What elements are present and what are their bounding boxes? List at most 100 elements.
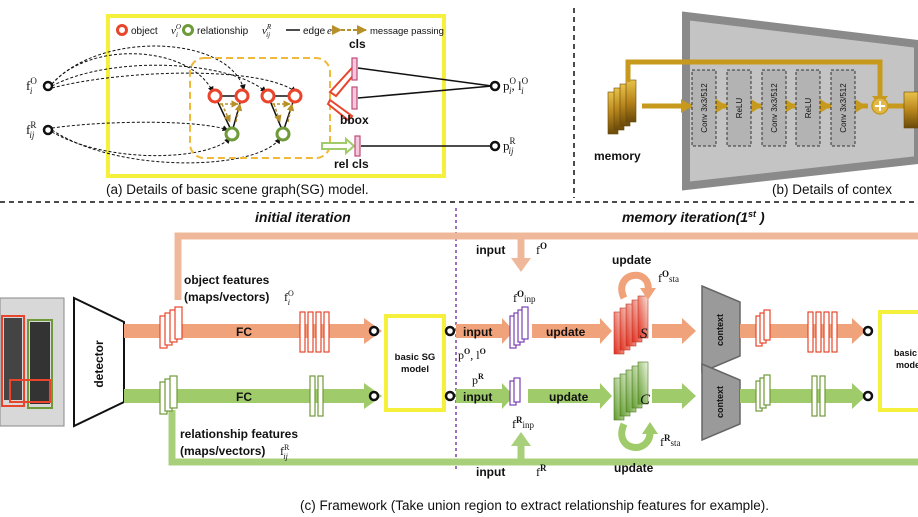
object-feature-stack [159, 306, 183, 349]
cls-to-output [357, 67, 493, 87]
object-update-loop [618, 271, 652, 300]
input-mid-bottom-label: input [463, 390, 492, 404]
bbox-to-output [357, 85, 493, 99]
relationship-input-stack [509, 377, 521, 406]
relationship-features-sub: (maps/vectors) [180, 444, 265, 458]
legend-edge-sym: e [327, 25, 332, 37]
cls-label: cls [349, 37, 366, 51]
input-bottom-sym: fR [536, 463, 547, 479]
p-relationship-label: pR [472, 372, 484, 387]
object-nodes [207, 88, 303, 104]
sg-model-frame [106, 14, 446, 178]
input-top-sym: fO [536, 241, 547, 257]
object-node [260, 88, 276, 104]
p-object-label: pO, lO [458, 347, 486, 362]
fc-bottom-label: FC [236, 390, 252, 404]
relationship-node [224, 126, 240, 142]
memory-C-label: C [640, 392, 651, 408]
input-image [0, 297, 65, 427]
panel-b: memory Conv 3x3/512 ReLU Conv 3x3/512 Re… [594, 11, 918, 197]
relationship-flow-arrow [124, 389, 364, 403]
legend-relationship-label: relationship [197, 26, 249, 37]
layer-label: Conv 3x3/512 [700, 83, 709, 133]
input-mid-top-label: input [463, 325, 492, 339]
legend-object-label: object [131, 26, 158, 37]
relationship-node [275, 126, 291, 142]
relationship-update-arrow [528, 389, 602, 403]
legend-message-label: message passing [370, 26, 444, 37]
sg-output-object-node [444, 325, 456, 337]
basic-sg-right-label: basic S [894, 348, 918, 358]
flow-arrowheads [681, 99, 866, 113]
caption-c: (c) Framework (Take union region to extr… [300, 498, 769, 513]
relationship-nodes [224, 126, 291, 142]
skip-connection [625, 59, 883, 98]
context-top-label: context [715, 314, 725, 346]
relationship-feature-stack [159, 375, 178, 415]
relationship-feedback-path [168, 410, 918, 466]
f-inp-object-label: fOinp [513, 289, 536, 305]
message-passing-arrows [220, 100, 295, 123]
relationship-fc-bars [309, 375, 324, 417]
input-object-node [42, 80, 54, 92]
basic-sg-right-label-2: mode [896, 360, 918, 370]
sum-icon [871, 97, 889, 115]
input-bottom-label: input [476, 465, 505, 479]
update-mid-top-label: update [546, 325, 586, 339]
basic-sg-model [384, 314, 446, 412]
rel-cls-head [354, 135, 361, 157]
basic-sg-model-right [878, 310, 918, 412]
conv-layers: Conv 3x3/512 ReLU Conv 3x3/512 ReLU Conv… [691, 69, 856, 147]
object-node [287, 88, 303, 104]
memory-block [607, 79, 637, 135]
rel-cls-label: rel cls [334, 157, 369, 171]
caption-b: (b) Details of contex [772, 182, 892, 197]
initial-iteration-label: initial iteration [255, 209, 351, 225]
legend-edge-label: edge [303, 26, 326, 37]
object-input-stack [509, 306, 529, 349]
basic-sg-label: basic SG [395, 352, 436, 363]
input-top-label: input [476, 243, 505, 257]
bbox-label: bbox [340, 113, 369, 127]
object-fc-bars [299, 311, 330, 353]
object-feedback-path [174, 232, 918, 300]
head-arrows [321, 66, 358, 156]
bbox-head [351, 86, 358, 110]
relationship-fc-bars-2 [811, 375, 826, 417]
detector-label: detector [92, 340, 106, 388]
object-context-stack [755, 309, 771, 347]
object-features-label: object features [184, 273, 270, 287]
f-sta-object-label: fOsta [658, 269, 679, 285]
relationship-context-stack [755, 374, 771, 412]
basic-sg-label-2: model [401, 364, 429, 375]
object-fc-bars-2 [807, 311, 838, 353]
relationship-update-loop [618, 422, 654, 451]
object-input-arrow [456, 324, 502, 338]
relationship-feature-node [368, 390, 380, 402]
output-object-node [489, 80, 501, 92]
caption-a: (a) Details of basic scene graph(SG) mod… [106, 182, 369, 197]
memory-S [613, 295, 649, 355]
object-update-arrow [532, 324, 602, 338]
context-bottom [701, 362, 741, 442]
memory-label: memory [594, 149, 641, 163]
cls-head [351, 57, 358, 81]
object-features-sub: (maps/vectors) [184, 290, 269, 304]
fc-top-label: FC [236, 325, 252, 339]
graph-region [189, 57, 331, 159]
memory-C [613, 361, 649, 421]
legend-relationship-icon [182, 24, 194, 36]
memory-iteration-label: memory iteration(1st ) [622, 209, 765, 225]
update-bottom-label: update [614, 461, 654, 475]
relationship-input-arrow [456, 389, 502, 403]
